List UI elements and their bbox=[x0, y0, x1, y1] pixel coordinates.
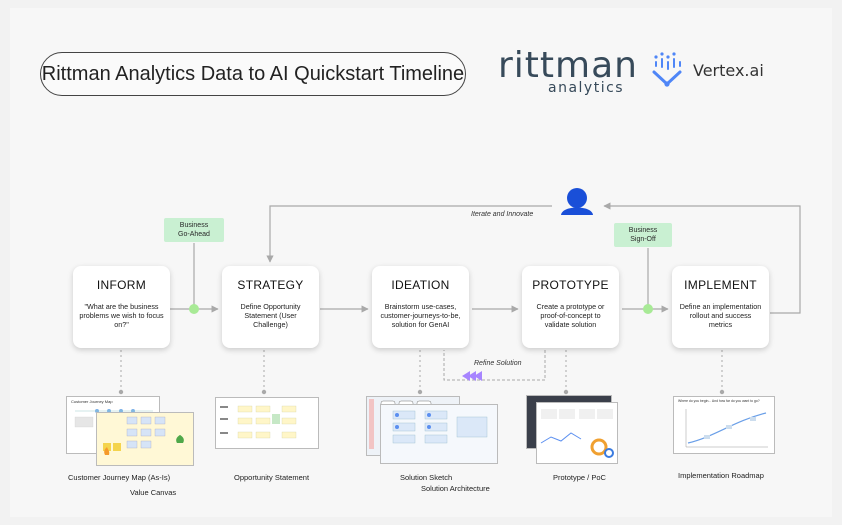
page-title: Rittman Analytics Data to AI Quickstart … bbox=[40, 52, 466, 96]
refine-arrow-icon bbox=[462, 371, 482, 381]
stage-ideation: IDEATION Brainstorm use-cases, customer-… bbox=[372, 266, 469, 348]
page-title-text: Rittman Analytics Data to AI Quickstart … bbox=[41, 62, 465, 85]
stage-description: Create a prototype or proof-of-concept t… bbox=[536, 302, 605, 329]
rittman-analytics-logo: rittman analytics bbox=[498, 46, 637, 97]
iterate-label: Iterate and Innovate bbox=[471, 211, 534, 218]
stage-implement: IMPLEMENT Define an implementation rollo… bbox=[672, 266, 769, 348]
iterate-loop-return bbox=[266, 205, 552, 263]
gate-tag-go-ahead-line1: Business bbox=[179, 222, 209, 229]
gate-tag-sign-off-line2: Sign-Off bbox=[630, 236, 656, 243]
vertex-ai-logo: Vertex.ai bbox=[648, 50, 798, 90]
prototype-thumbnail bbox=[536, 402, 618, 464]
artifact-label-journey-map: Customer Journey Map (As-Is) bbox=[68, 473, 171, 482]
stage-strategy: STRATEGY Define Opportunity Statement (U… bbox=[222, 266, 319, 348]
opportunity-statement-thumbnail bbox=[215, 397, 319, 449]
iterate-loop-line bbox=[603, 202, 801, 314]
gate-tag-go-ahead-line2: Go-Ahead bbox=[178, 231, 210, 238]
stage-inform: INFORM "What are the business problems w… bbox=[73, 266, 170, 348]
refine-label: Refine Solution bbox=[474, 360, 522, 367]
stage-title: IMPLEMENT bbox=[684, 278, 757, 292]
stage-description: Brainstorm use-cases, customer-journeys-… bbox=[380, 302, 461, 329]
gate-tag-sign-off: Business Sign-Off bbox=[614, 223, 672, 247]
stage-title: IDEATION bbox=[391, 278, 450, 292]
artifact-label-solution-sketch: Solution Sketch bbox=[400, 473, 453, 482]
roadmap-thumb-title: Where do you begin... And how far do you… bbox=[678, 399, 760, 403]
stage-prototype: PROTOTYPE Create a prototype or proof-of… bbox=[522, 266, 619, 348]
stage-description: Define an implementation rollout and suc… bbox=[679, 302, 762, 329]
stage-title: PROTOTYPE bbox=[532, 278, 609, 292]
stage-title: INFORM bbox=[96, 278, 147, 292]
gate-dot-sign-off bbox=[643, 304, 653, 314]
stage-description: "What are the business problems we wish … bbox=[79, 302, 164, 329]
artifact-label-prototype: Prototype / PoC bbox=[553, 473, 606, 482]
stage-title: STRATEGY bbox=[237, 278, 304, 292]
value-canvas-thumbnail bbox=[96, 412, 194, 466]
people-icon bbox=[561, 188, 593, 215]
roadmap-thumbnail: Where do you begin... And how far do you… bbox=[673, 396, 775, 454]
rittman-logo-word: rittman bbox=[498, 45, 638, 86]
solution-architecture-thumbnail bbox=[380, 404, 498, 464]
artifact-label-roadmap: Implementation Roadmap bbox=[678, 471, 764, 480]
artifact-label-value-canvas: Value Canvas bbox=[130, 488, 177, 497]
vertex-ai-wordmark: Vertex.ai bbox=[693, 61, 764, 80]
artifact-label-solution-architecture: Solution Architecture bbox=[421, 484, 490, 493]
vertex-ai-icon bbox=[652, 52, 682, 87]
gate-tag-sign-off-line1: Business bbox=[628, 227, 658, 234]
journey-map-thumb-title: Customer Journey Map bbox=[71, 399, 113, 404]
stage-description: Define Opportunity Statement (User Chall… bbox=[240, 302, 301, 329]
gate-dot-go-ahead bbox=[189, 304, 199, 314]
refine-loop-line bbox=[443, 350, 546, 381]
gate-tag-go-ahead: Business Go-Ahead bbox=[164, 218, 224, 242]
rittman-logo-sub: analytics bbox=[548, 80, 625, 96]
artifact-label-opportunity-statement: Opportunity Statement bbox=[234, 473, 310, 482]
